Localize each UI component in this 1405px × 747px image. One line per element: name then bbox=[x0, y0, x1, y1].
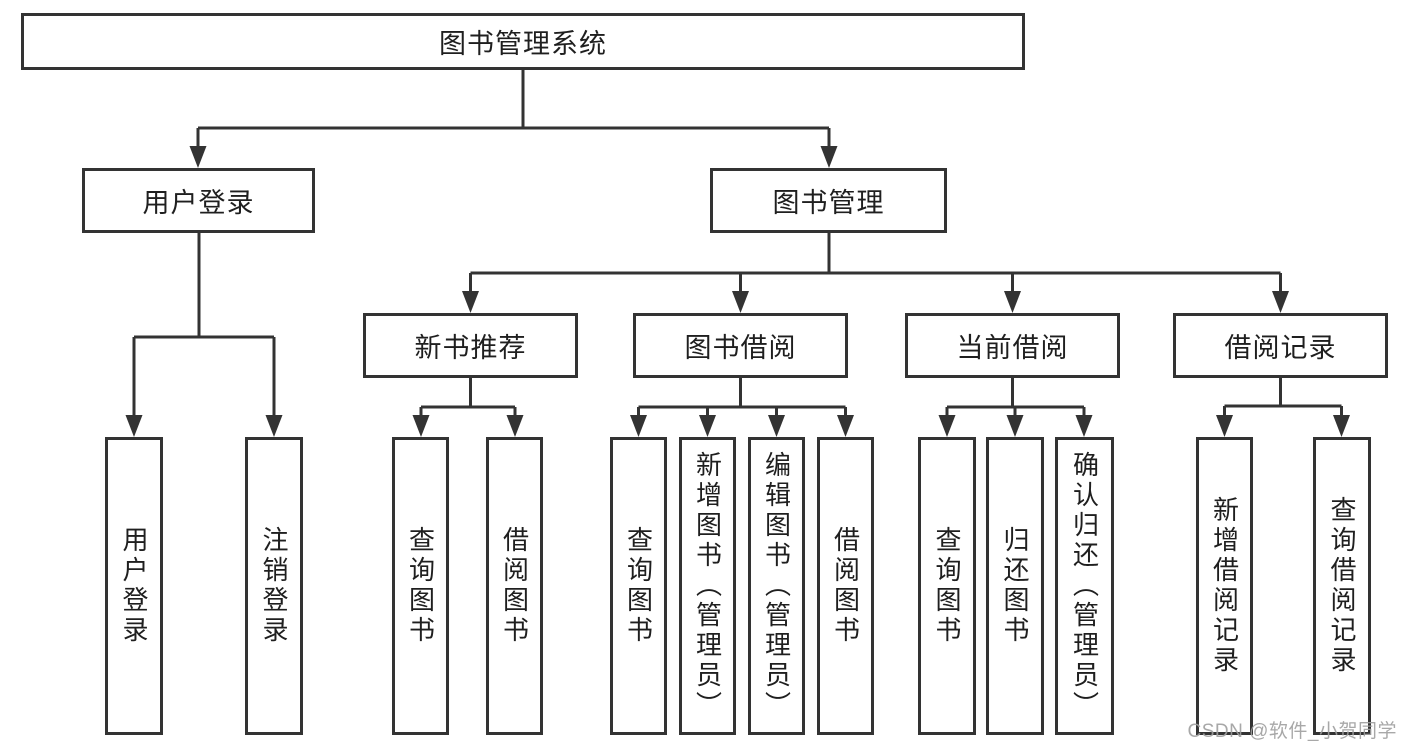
node-leaf-query-books: 查询图书 bbox=[918, 437, 976, 735]
watermark: CSDN @软件_小贺同学 bbox=[1187, 721, 1397, 742]
node-leaf-query-books: 查询图书 bbox=[392, 437, 449, 735]
node-leaf-logout: 注销登录 bbox=[245, 437, 303, 735]
node-leaf-return-book: 归还图书 bbox=[986, 437, 1044, 735]
node-leaf-query-borrow-record: 查询借阅记录 bbox=[1313, 437, 1371, 735]
node-leaf-edit-book-admin: 编辑图书（管理员） bbox=[748, 437, 805, 735]
node-leaf-borrow-books: 借阅图书 bbox=[817, 437, 874, 735]
node-book-borrowing: 图书借阅 bbox=[633, 313, 848, 378]
node-borrowing-records: 借阅记录 bbox=[1173, 313, 1388, 378]
node-current-borrowing: 当前借阅 bbox=[905, 313, 1120, 378]
node-book-management: 图书管理 bbox=[710, 168, 947, 233]
node-leaf-add-borrow-record: 新增借阅记录 bbox=[1196, 437, 1253, 735]
node-leaf-borrow-books: 借阅图书 bbox=[486, 437, 543, 735]
node-user-login: 用户登录 bbox=[82, 168, 315, 233]
node-new-book-recommendation: 新书推荐 bbox=[363, 313, 578, 378]
node-leaf-add-book-admin: 新增图书（管理员） bbox=[679, 437, 736, 735]
node-root-library-system: 图书管理系统 bbox=[21, 13, 1025, 70]
node-leaf-user-login: 用户登录 bbox=[105, 437, 163, 735]
node-leaf-confirm-return-admin: 确认归还（管理员） bbox=[1055, 437, 1114, 735]
node-leaf-query-books: 查询图书 bbox=[610, 437, 667, 735]
